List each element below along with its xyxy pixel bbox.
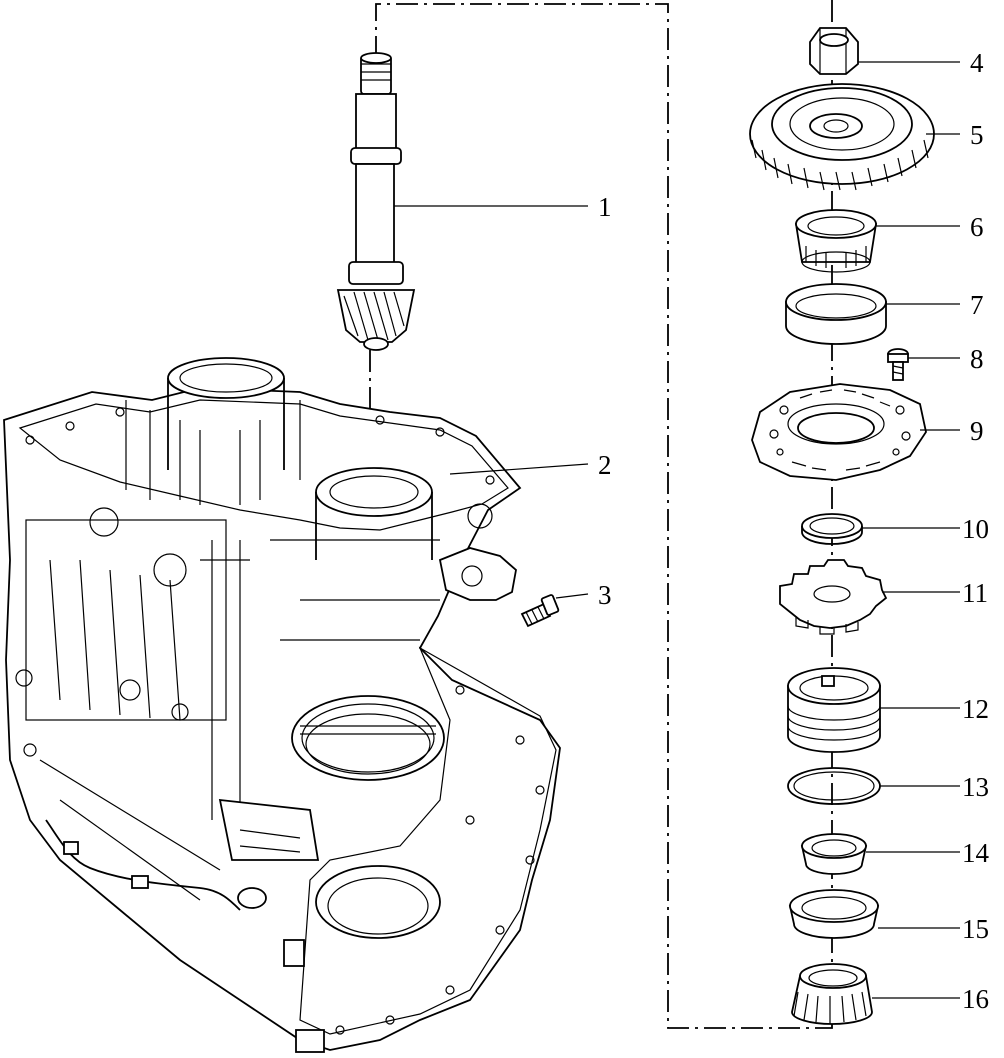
callout-3: 3 [598,580,612,610]
o-ring-13 [787,767,881,805]
tapered-bearing-16 [791,963,873,1025]
bearing-race-7 [785,283,887,345]
callout-5: 5 [970,120,984,150]
callout-2: 2 [598,450,612,480]
callout-6: 6 [970,212,984,242]
callout-16: 16 [962,984,989,1014]
callout-14: 14 [962,838,990,868]
bearing-cap-plate [751,383,927,481]
callout-9: 9 [970,416,984,446]
callout-4: 4 [970,48,984,78]
lock-washer-11 [779,559,888,635]
hex-nut [809,27,859,75]
drive-shaft-pinion [336,52,416,351]
callout-8: 8 [970,344,984,374]
callout-11: 11 [962,578,988,608]
transmission-housing [3,357,561,1053]
callout-1: 1 [598,192,612,222]
callout-12: 12 [962,694,989,724]
callout-labels: 1 2 3 4 5 6 7 8 9 10 11 12 13 14 15 16 [598,48,990,1014]
callout-10: 10 [962,514,989,544]
seal-ring-10 [801,513,863,545]
leader-lines [394,61,960,999]
bearing-race-14 [800,833,868,875]
bearing-race-15 [788,889,880,939]
callout-7: 7 [970,290,984,320]
callout-13: 13 [962,772,989,802]
bolt-8 [887,348,909,381]
callout-15: 15 [962,914,989,944]
threaded-adjuster-ring [787,667,881,753]
crown-gear [749,83,935,191]
tapered-bearing-6 [794,209,878,273]
bolt-3 [520,594,560,628]
